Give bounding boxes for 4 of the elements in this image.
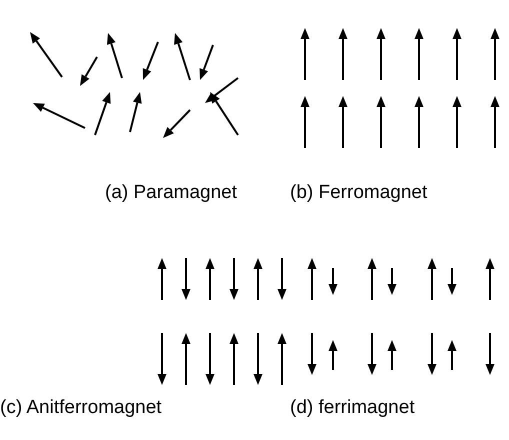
panel-caption: (a) Paramagnet — [105, 182, 238, 204]
panel-caption: (c) Anitferromagnet — [0, 397, 162, 419]
panel-caption: (d) ferrimagnet — [290, 397, 415, 419]
panel-caption: (b) Ferromagnet — [290, 182, 428, 204]
